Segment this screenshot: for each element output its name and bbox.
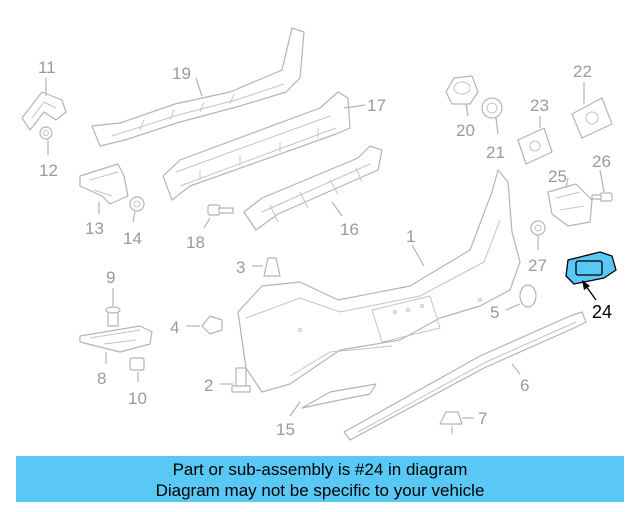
callout-24: 24 bbox=[592, 302, 612, 322]
callout-13: 13 bbox=[85, 219, 104, 238]
callout-26: 26 bbox=[592, 152, 611, 171]
part-25: 25 bbox=[547, 167, 593, 227]
part-15: 15 bbox=[276, 383, 377, 439]
part-3: 3 bbox=[236, 257, 281, 277]
part-2: 2 bbox=[204, 367, 251, 395]
callout-4: 4 bbox=[170, 318, 179, 337]
info-banner: Part or sub-assembly is #24 in diagram D… bbox=[16, 456, 624, 502]
callout-11: 11 bbox=[38, 58, 56, 77]
callout-14: 14 bbox=[123, 229, 142, 248]
callout-9: 9 bbox=[106, 268, 115, 287]
parts-diagram: 11 12 19 17 16 13 bbox=[21, 27, 617, 441]
part-20: 20 bbox=[445, 75, 479, 140]
part-16: 16 bbox=[243, 145, 383, 239]
part-7: 7 bbox=[439, 409, 487, 434]
callout-15: 15 bbox=[276, 420, 295, 439]
callout-18: 18 bbox=[186, 233, 205, 252]
callout-25: 25 bbox=[548, 167, 567, 186]
callout-2: 2 bbox=[204, 376, 213, 395]
callout-23: 23 bbox=[530, 96, 549, 115]
part-26: 26 bbox=[591, 152, 613, 202]
callout-5: 5 bbox=[490, 303, 499, 322]
part-10: 10 bbox=[128, 357, 147, 408]
part-4: 4 bbox=[170, 315, 223, 337]
banner-line-1: Part or sub-assembly is #24 in diagram bbox=[172, 460, 468, 479]
callout-7: 7 bbox=[478, 409, 487, 428]
part-13: 13 bbox=[79, 163, 129, 238]
part-18: 18 bbox=[186, 204, 234, 252]
callout-6: 6 bbox=[520, 376, 529, 395]
part-23: 23 bbox=[517, 96, 553, 165]
part-22: 22 bbox=[571, 62, 613, 139]
callout-20: 20 bbox=[456, 121, 475, 140]
part-12: 12 bbox=[39, 126, 58, 180]
callout-1: 1 bbox=[406, 227, 415, 246]
callout-12: 12 bbox=[39, 161, 58, 180]
banner-line-2: Diagram may not be specific to your vehi… bbox=[155, 481, 485, 500]
part-27: 27 bbox=[528, 220, 547, 275]
callout-17: 17 bbox=[367, 96, 386, 115]
part-8: 8 bbox=[79, 325, 153, 388]
part-19: 19 bbox=[91, 27, 305, 147]
callout-8: 8 bbox=[97, 369, 106, 388]
callout-27: 27 bbox=[528, 256, 547, 275]
callout-16: 16 bbox=[340, 220, 359, 239]
part-9: 9 bbox=[105, 268, 121, 327]
part-17: 17 bbox=[162, 91, 386, 201]
part-14: 14 bbox=[123, 196, 145, 248]
callout-22: 22 bbox=[573, 62, 592, 81]
part-21: 21 bbox=[481, 97, 505, 162]
callout-21: 21 bbox=[486, 143, 505, 162]
callout-10: 10 bbox=[128, 389, 147, 408]
part-24-highlighted: 24 bbox=[565, 251, 617, 322]
part-1: 1 bbox=[237, 169, 521, 393]
callout-3: 3 bbox=[236, 258, 245, 277]
part-5: 5 bbox=[490, 284, 537, 322]
part-11: 11 bbox=[21, 58, 67, 131]
callout-19: 19 bbox=[172, 64, 191, 83]
part-6: 6 bbox=[343, 311, 587, 441]
